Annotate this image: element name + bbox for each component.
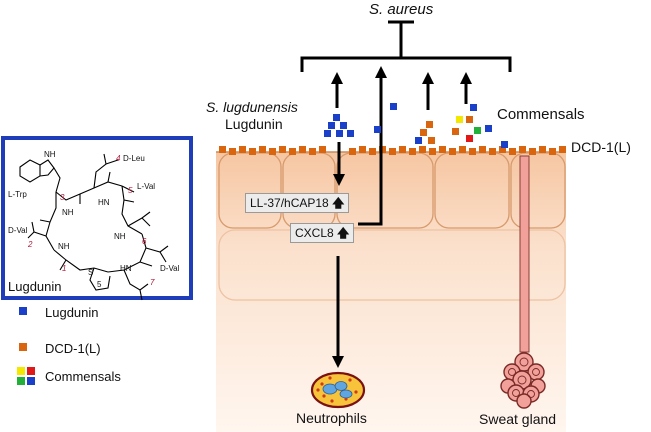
structure-hn-2: HN: [120, 264, 132, 273]
structure-s-atom: S: [88, 268, 94, 277]
neutrophil-cell: [310, 371, 366, 409]
structure-residue-d-val-1: D-Val: [8, 226, 28, 235]
structure-ring-5: 5: [97, 280, 102, 289]
commensals-label: Commensals: [497, 106, 585, 123]
structure-residue-l-val: L-Val: [137, 182, 156, 191]
legend-lugdunin-swatch: [19, 307, 27, 315]
structure-num-3: 3: [60, 193, 65, 202]
ll37-box: LL-37/hCAP18 🡅: [245, 193, 350, 213]
structure-caption: Lugdunin: [8, 279, 62, 294]
dcd1l-label: DCD-1(L): [571, 139, 631, 155]
lugdunin-structure: [1, 136, 193, 301]
s-lugdunensis-label: S. lugdunensis: [206, 99, 298, 115]
structure-num-7: 7: [150, 278, 155, 287]
neutrophils-label: Neutrophils: [296, 410, 367, 426]
structure-residue-d-leu: D-Leu: [123, 154, 145, 163]
s-aureus-bracket: [300, 20, 512, 72]
structure-residue-d-val-2: D-Val: [160, 264, 180, 273]
structure-nh-indole: NH: [44, 150, 56, 159]
cxcl8-up-arrow-icon: 🡅: [337, 226, 350, 240]
sweat-gland: [500, 155, 546, 409]
legend-item-dcd1l: DCD-1(L): [45, 341, 101, 356]
structure-num-5: 5: [128, 186, 133, 195]
dcd1l-surface-layer: [219, 146, 566, 155]
ll37-up-arrow-icon: 🡅: [332, 196, 345, 210]
structure-nh-2: NH: [62, 208, 74, 217]
sweat-gland-label: Sweat gland: [479, 411, 557, 427]
legend-swatches: [17, 307, 35, 385]
structure-nh-4: NH: [58, 242, 70, 251]
legend-item-commensals: Commensals: [45, 369, 121, 384]
lugdunin-producer-label: Lugdunin: [225, 116, 283, 132]
ll37-label: LL-37/hCAP18: [250, 196, 329, 210]
structure-num-6: 6: [142, 237, 147, 246]
structure-num-4: 4: [116, 154, 121, 163]
s-aureus-label: S. aureus: [369, 1, 434, 18]
legend-item-lugdunin: Lugdunin: [45, 305, 99, 320]
cxcl8-label: CXCL8: [295, 226, 334, 240]
arrow-ll37-to-aureus: [358, 66, 387, 226]
structure-hn-1: HN: [98, 198, 110, 207]
structure-residue-l-trp: L-Trp: [8, 190, 27, 199]
legend-dcd1l-swatch: [19, 343, 27, 351]
structure-num-1: 1: [62, 264, 67, 273]
cxcl8-box: CXCL8 🡅: [290, 223, 355, 243]
structure-nh-3: NH: [114, 232, 126, 241]
structure-num-2: 2: [28, 240, 33, 249]
lugdunin-cluster: [324, 114, 354, 137]
floating-peptides: [374, 103, 508, 148]
